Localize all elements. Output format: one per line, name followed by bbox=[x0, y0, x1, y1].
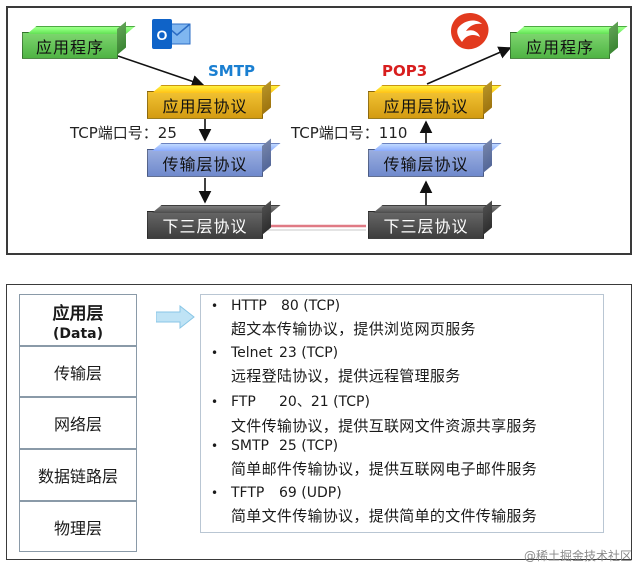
pop3-label: POP3 bbox=[382, 62, 428, 80]
foxmail-icon bbox=[446, 10, 494, 54]
right-app-box: 应用程序 bbox=[510, 32, 610, 59]
left-transport-layer-box: 传输层协议 bbox=[147, 149, 263, 177]
layer-sub: (Data) bbox=[52, 325, 103, 342]
pointer-arrow-icon bbox=[155, 304, 196, 333]
smtp-label: SMTP bbox=[208, 62, 255, 80]
layer-physical: 物理层 bbox=[19, 501, 137, 552]
left-port-label: TCP端口号：25 bbox=[70, 124, 177, 142]
right-lower-layers-box: 下三层协议 bbox=[368, 211, 484, 239]
svg-text:O: O bbox=[157, 27, 168, 43]
left-app-box: 应用程序 bbox=[22, 32, 118, 59]
right-transport-layer-box: 传输层协议 bbox=[368, 149, 484, 177]
layer-name: 应用层 bbox=[52, 303, 104, 324]
left-application-layer-box: 应用层协议 bbox=[147, 91, 263, 119]
layer-transport: 传输层 bbox=[19, 346, 137, 397]
right-port-label: TCP端口号：110 bbox=[291, 124, 408, 142]
layer-data-link: 数据链路层 bbox=[19, 449, 137, 501]
layer-application: 应用层 (Data) bbox=[19, 294, 137, 346]
right-application-layer-box: 应用层协议 bbox=[368, 91, 484, 119]
outlook-icon: O bbox=[150, 16, 192, 52]
left-lower-layers-box: 下三层协议 bbox=[147, 211, 263, 239]
watermark: @稀土掘金技术社区 bbox=[523, 549, 632, 563]
layer-network: 网络层 bbox=[19, 397, 137, 449]
